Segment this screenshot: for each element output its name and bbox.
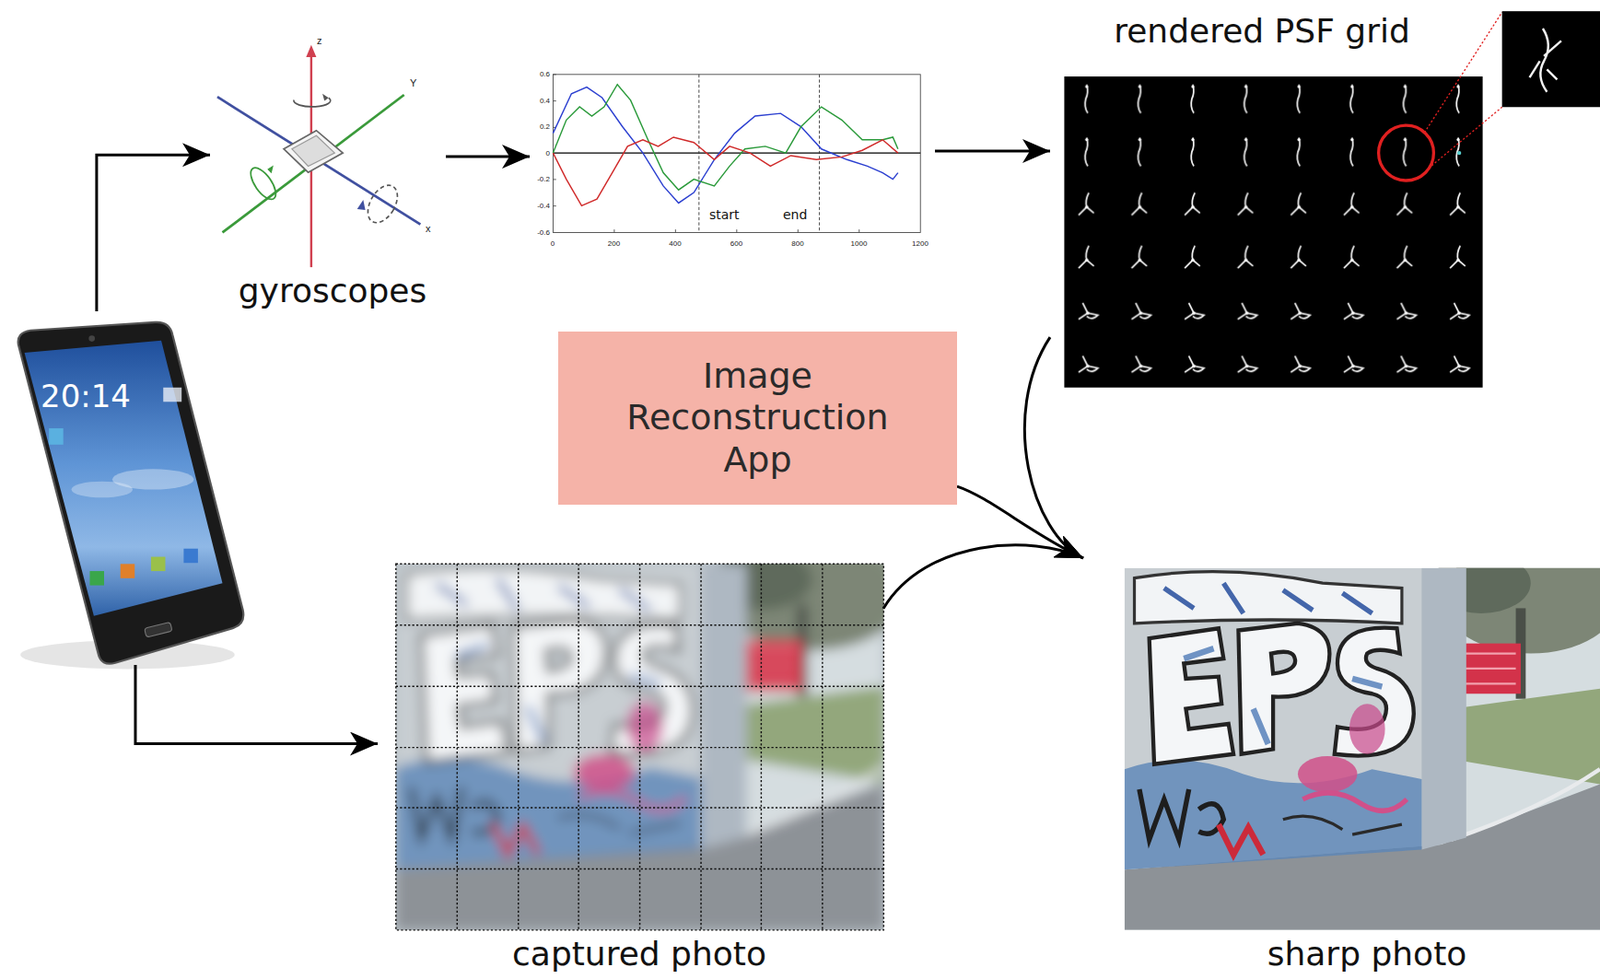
illustration-part — [552, 137, 898, 206]
illustration-part — [552, 152, 921, 154]
psf-grid-illustration — [1063, 11, 1600, 388]
illustration-part — [144, 621, 173, 638]
signal-plot-node: start end — [529, 64, 935, 249]
illustration-part — [71, 481, 133, 499]
axis-name: z — [316, 35, 323, 47]
illustration-part — [217, 96, 421, 224]
illustration-part — [1428, 106, 1503, 168]
phone-illustration — [18, 322, 245, 670]
illustration-part — [818, 74, 820, 234]
flow-arrow — [445, 155, 530, 159]
flow-arrow — [135, 665, 378, 745]
gyro-signal-plot — [552, 74, 921, 234]
illustration-part — [1502, 11, 1600, 107]
node-text: Image Reconstruction App — [610, 355, 906, 482]
tick-label: -0.2 — [537, 175, 550, 185]
captured-photo-node: captured photo — [377, 564, 884, 976]
tick-label: -0.6 — [537, 228, 550, 238]
tick-label: 200 — [607, 239, 620, 249]
captured-photo-image — [396, 538, 905, 931]
node-text: 20:14 — [40, 377, 131, 416]
illustration-part — [552, 84, 898, 190]
node-text: start — [709, 207, 740, 223]
illustration-part — [89, 571, 105, 586]
illustration-part — [362, 180, 404, 229]
illustration-part — [120, 563, 136, 579]
illustration-part — [552, 74, 921, 234]
illustration-part — [1457, 151, 1461, 155]
sharp-photo-image — [1124, 542, 1600, 930]
illustration-part — [1063, 76, 1483, 388]
illustration-part — [48, 428, 64, 445]
phone-node: 20:14 — [15, 311, 246, 666]
axis-name: Y — [409, 77, 417, 90]
tick-label: 0.6 — [539, 70, 550, 80]
illustration-part — [163, 387, 182, 403]
flow-arrow — [1024, 337, 1084, 559]
illustration-part — [396, 538, 905, 931]
illustration-part — [1124, 542, 1600, 930]
sharp-photo-node: sharp photo — [1083, 558, 1600, 976]
tick-label: 1200 — [911, 239, 929, 249]
process-box: Image Reconstruction App — [558, 331, 958, 505]
gyroscope-node: gyroscopes — [210, 27, 446, 313]
node-text: rendered PSF grid — [1113, 11, 1411, 51]
illustration-part — [357, 199, 366, 211]
illustration-part — [698, 74, 700, 234]
illustration-part — [1063, 178, 1483, 285]
node-text: sharp photo — [1267, 934, 1468, 974]
illustration-part — [267, 164, 274, 174]
tick-label: 0 — [546, 149, 550, 159]
tick-label: 400 — [668, 239, 681, 249]
axis-name: x — [425, 222, 432, 235]
tick-label: 1000 — [851, 239, 868, 249]
illustration-part — [183, 548, 199, 564]
flow-arrow — [883, 545, 1084, 609]
tick-label: 0.2 — [539, 122, 550, 132]
illustration-part — [283, 130, 343, 173]
illustration-part — [221, 94, 404, 233]
flow-arrow — [934, 150, 1051, 153]
psf-grid-node: rendered PSF grid — [1050, 9, 1493, 392]
illustration-part — [396, 563, 885, 931]
node-text: gyroscopes — [238, 270, 428, 311]
node-text: captured photo — [512, 934, 767, 974]
illustration-part — [24, 340, 223, 617]
illustration-part — [1378, 125, 1435, 181]
illustration-part — [396, 563, 885, 931]
illustration-part — [88, 335, 95, 342]
tile-grid — [396, 563, 885, 931]
illustration-part — [322, 93, 329, 102]
tick-label: 600 — [730, 239, 743, 249]
tick-label: 0.4 — [539, 96, 550, 106]
illustration-part — [18, 322, 245, 665]
illustration-part — [1424, 11, 1502, 133]
illustration-part — [291, 135, 336, 166]
tick-label: 0 — [550, 239, 555, 249]
illustration-part — [305, 45, 316, 58]
illustration-part — [245, 163, 281, 204]
illustration-part — [1063, 284, 1483, 388]
tick-label: 800 — [791, 239, 804, 249]
flow-arrow — [96, 154, 211, 312]
tick-label: -0.4 — [537, 201, 550, 211]
illustration-part — [1529, 28, 1562, 93]
node-text: end — [782, 207, 807, 223]
illustration-part — [151, 557, 166, 573]
gyroscope-illustration — [217, 45, 421, 268]
flow-arrow — [957, 486, 1084, 559]
